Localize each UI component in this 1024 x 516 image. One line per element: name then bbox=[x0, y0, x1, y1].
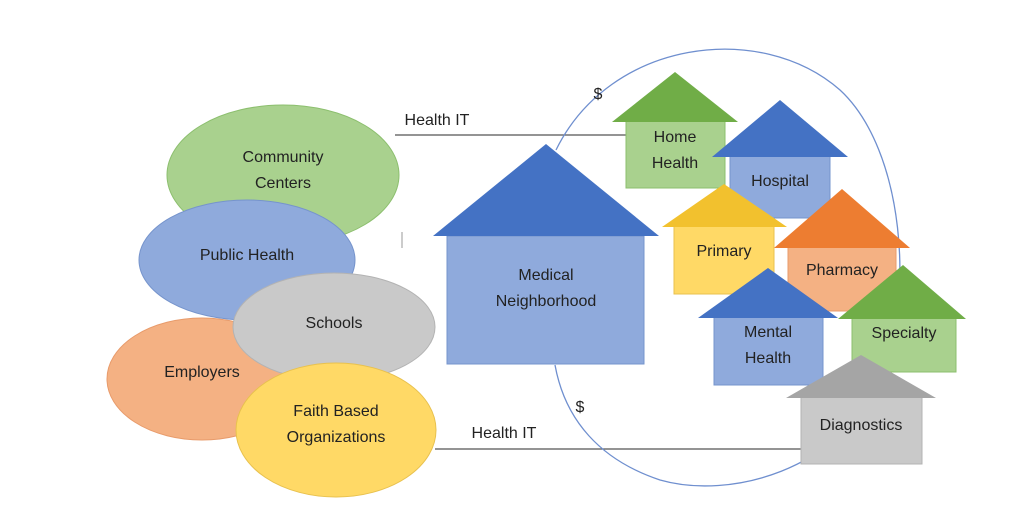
pharmacy-house: Pharmacy bbox=[774, 189, 910, 312]
top-dollar-sign: $ bbox=[594, 86, 603, 103]
home-health-house: Home Health bbox=[612, 72, 738, 189]
community-centers-label-2: Centers bbox=[255, 175, 311, 192]
mental-health-label-1: Mental bbox=[744, 324, 792, 341]
public-health-label: Public Health bbox=[200, 247, 294, 264]
schools-label: Schools bbox=[306, 315, 363, 332]
faith-based-organizations-node: Faith Based Organizations bbox=[235, 362, 437, 498]
top-health-it-label: Health IT bbox=[405, 112, 470, 129]
schools-node: Schools bbox=[232, 272, 436, 382]
mental-health-house: Mental Health bbox=[698, 268, 838, 386]
medical-neighborhood-label-1: Medical bbox=[518, 267, 573, 284]
home-health-label-1: Home bbox=[654, 129, 697, 146]
medical-neighborhood-house: Medical Neighborhood bbox=[433, 144, 659, 365]
community-centers-label-1: Community bbox=[243, 149, 324, 166]
mental-health-label-2: Health bbox=[745, 350, 791, 367]
specialty-label: Specialty bbox=[872, 325, 937, 342]
medical-neighborhood-label-2: Neighborhood bbox=[496, 293, 597, 310]
diagnostics-house: Diagnostics bbox=[786, 355, 936, 465]
specialty-house: Specialty bbox=[838, 265, 966, 373]
employers-label: Employers bbox=[164, 364, 240, 381]
diagnostics-label: Diagnostics bbox=[820, 417, 903, 434]
faith-based-label-2: Organizations bbox=[287, 429, 386, 446]
hospital-label: Hospital bbox=[751, 173, 809, 190]
bottom-health-it-label: Health IT bbox=[472, 425, 537, 442]
faith-based-label-1: Faith Based bbox=[293, 403, 378, 420]
bottom-dollar-sign: $ bbox=[576, 399, 585, 416]
pharmacy-label: Pharmacy bbox=[806, 262, 878, 279]
primary-label: Primary bbox=[696, 243, 751, 260]
home-health-label-2: Health bbox=[652, 155, 698, 172]
